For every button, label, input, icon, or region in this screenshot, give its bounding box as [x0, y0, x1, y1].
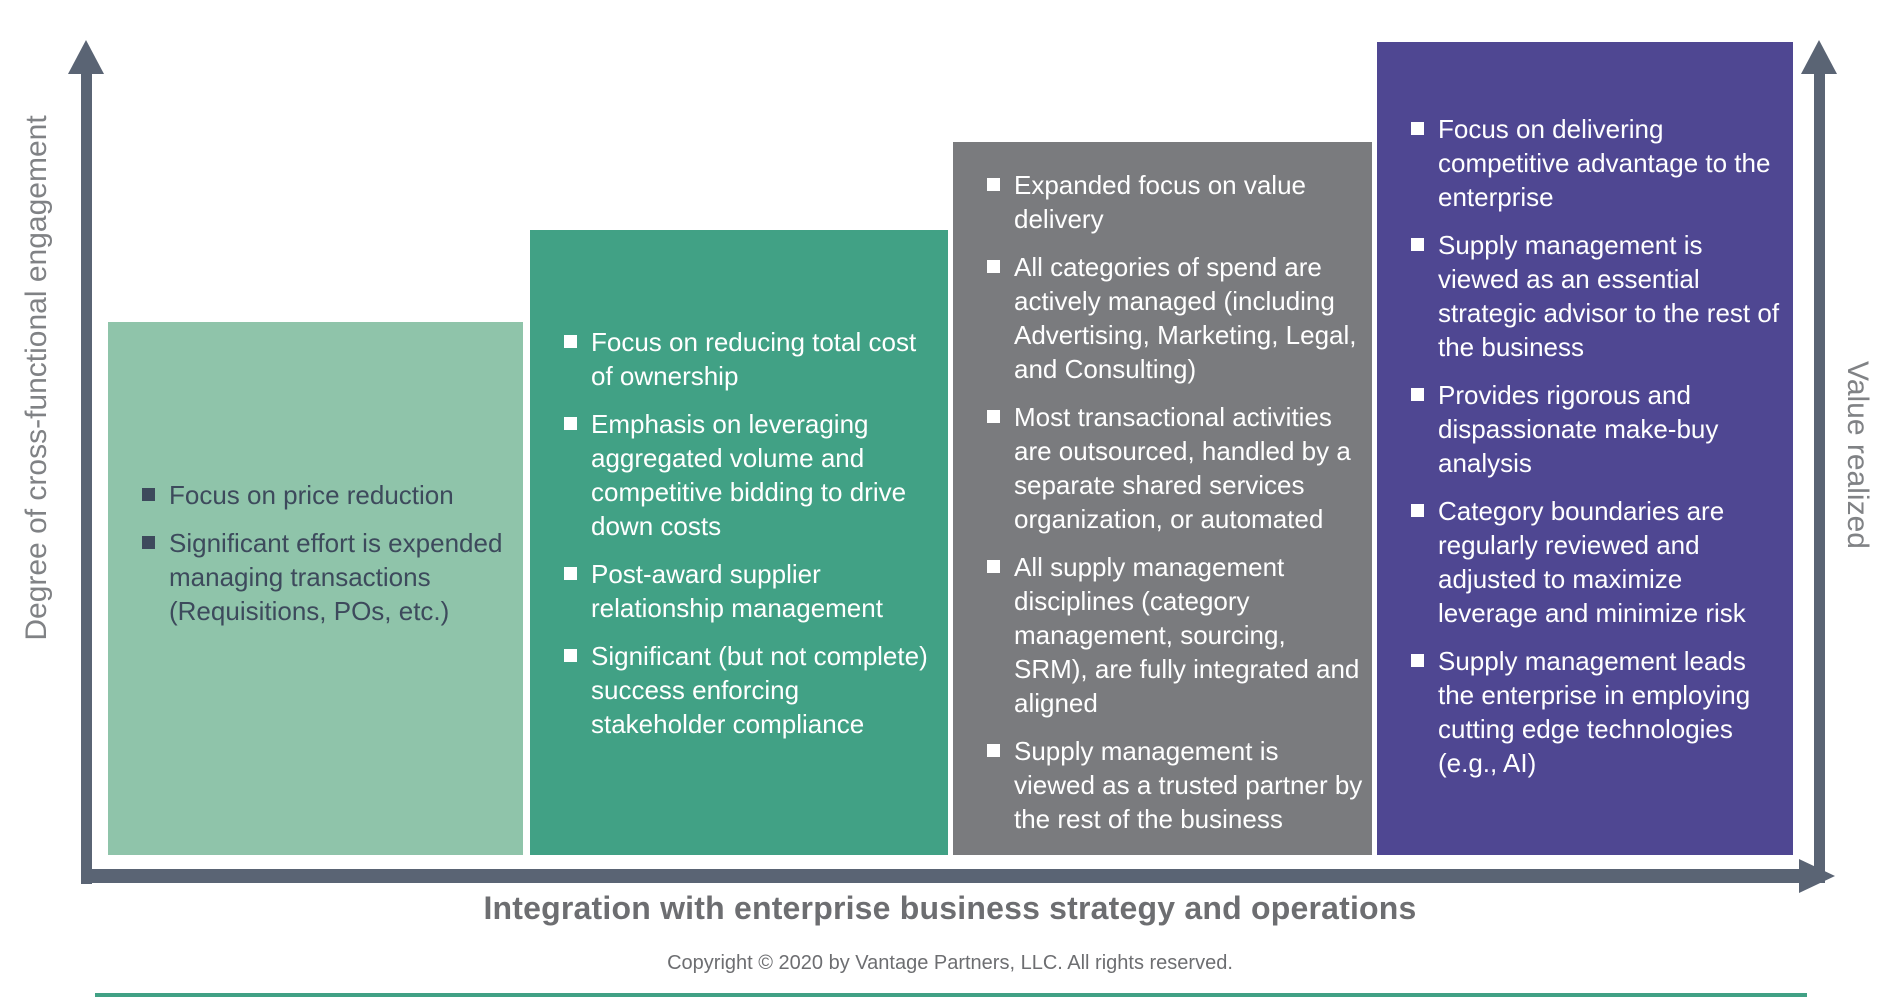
bullet-square-icon: [142, 536, 155, 549]
bullet-square-icon: [564, 417, 577, 430]
bullet-item: Most transactional activities are outsou…: [987, 400, 1364, 536]
stage-1-bar: Focus on price reduction Significant eff…: [108, 322, 523, 855]
y-axis-arrowhead-icon: [68, 40, 104, 74]
bullet-text: Expanded focus on value delivery: [1014, 170, 1306, 234]
y-axis-line: [81, 72, 92, 884]
bullet-list: Focus on reducing total cost of ownershi…: [530, 325, 948, 741]
bullet-item: Expanded focus on value delivery: [987, 168, 1364, 236]
bullet-square-icon: [1411, 504, 1424, 517]
bullet-square-icon: [564, 567, 577, 580]
bullet-text: Supply management is viewed as an essent…: [1438, 230, 1780, 362]
bullet-text: Post-award supplier relationship managem…: [591, 559, 883, 623]
bullet-text: All categories of spend are actively man…: [1014, 252, 1357, 384]
y-axis-label: Degree of cross-functional engagement: [20, 115, 53, 641]
bullet-text: Significant effort is expended managing …: [169, 528, 503, 626]
copyright-text: Copyright © 2020 by Vantage Partners, LL…: [667, 952, 1233, 974]
bullet-square-icon: [1411, 388, 1424, 401]
bullet-text: All supply management disciplines (categ…: [1014, 552, 1360, 718]
stage-2-bar: Focus on reducing total cost of ownershi…: [530, 230, 948, 855]
bullet-item: Significant effort is expended managing …: [142, 526, 515, 628]
value-axis-label: Value realized: [1841, 361, 1874, 549]
bullet-text: Focus on reducing total cost of ownershi…: [591, 327, 917, 391]
bullet-square-icon: [987, 560, 1000, 573]
bullet-item: Significant (but not complete) success e…: [564, 639, 940, 741]
bullet-list: Focus on delivering competitive advantag…: [1377, 112, 1793, 780]
bullet-item: Post-award supplier relationship managem…: [564, 557, 940, 625]
bullet-square-icon: [142, 488, 155, 501]
bullet-square-icon: [1411, 654, 1424, 667]
bullet-item: Focus on reducing total cost of ownershi…: [564, 325, 940, 393]
bullet-square-icon: [564, 649, 577, 662]
bullet-square-icon: [1411, 122, 1424, 135]
bullet-item: Category boundaries are regularly review…: [1411, 494, 1785, 630]
bullet-text: Focus on delivering competitive advantag…: [1438, 114, 1771, 212]
bullet-square-icon: [1411, 238, 1424, 251]
bullet-item: Provides rigorous and dispassionate make…: [1411, 378, 1785, 480]
bullet-item: Focus on price reduction: [142, 478, 515, 512]
bullet-item: Supply management is viewed as a trusted…: [987, 734, 1364, 836]
bullet-square-icon: [987, 410, 1000, 423]
bullet-item: Focus on delivering competitive advantag…: [1411, 112, 1785, 214]
bullet-text: Supply management leads the enterprise i…: [1438, 646, 1751, 778]
stage-4-bar: Focus on delivering competitive advantag…: [1377, 42, 1793, 855]
bullet-text: Significant (but not complete) success e…: [591, 641, 928, 739]
bullet-item: All categories of spend are actively man…: [987, 250, 1364, 386]
bullet-text: Provides rigorous and dispassionate make…: [1438, 380, 1719, 478]
bullet-list: Focus on price reduction Significant eff…: [108, 478, 523, 628]
x-axis-label: Integration with enterprise business str…: [483, 890, 1417, 926]
value-axis-arrowhead-icon: [1801, 40, 1837, 74]
bullet-text: Emphasis on leveraging aggregated volume…: [591, 409, 907, 541]
bullet-square-icon: [987, 744, 1000, 757]
bullet-text: Most transactional activities are outsou…: [1014, 402, 1351, 534]
bullet-square-icon: [564, 335, 577, 348]
bullet-square-icon: [987, 260, 1000, 273]
value-axis-line: [1814, 72, 1825, 883]
bullet-square-icon: [987, 178, 1000, 191]
footer-accent-line: [95, 993, 1807, 997]
bullet-text: Category boundaries are regularly review…: [1438, 496, 1746, 628]
bullet-text: Supply management is viewed as a trusted…: [1014, 736, 1363, 834]
bullet-item: All supply management disciplines (categ…: [987, 550, 1364, 720]
bullet-item: Supply management leads the enterprise i…: [1411, 644, 1785, 780]
bullet-text: Focus on price reduction: [169, 480, 454, 510]
bullet-item: Emphasis on leveraging aggregated volume…: [564, 407, 940, 543]
bullet-list: Expanded focus on value delivery All cat…: [953, 168, 1372, 836]
bullet-item: Supply management is viewed as an essent…: [1411, 228, 1785, 364]
x-axis-line: [81, 869, 1802, 883]
stage-3-bar: Expanded focus on value delivery All cat…: [953, 142, 1372, 855]
